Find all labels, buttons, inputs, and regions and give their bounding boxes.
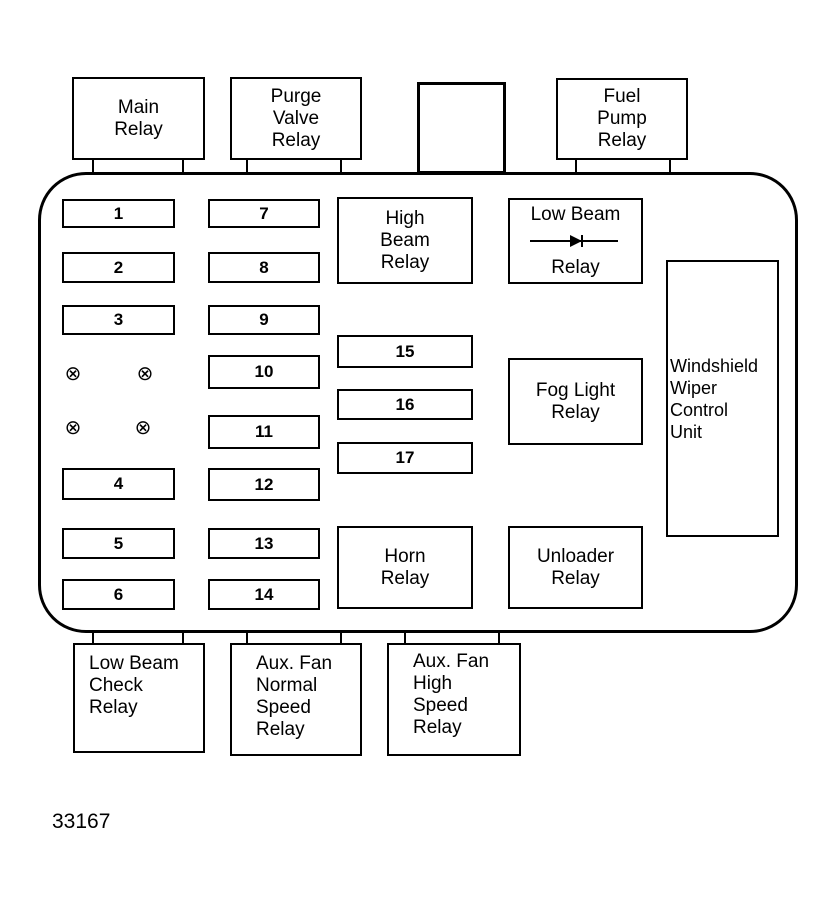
- figure-number: 33167: [52, 810, 111, 833]
- fuse-9: 9: [208, 305, 320, 335]
- horn-relay: Horn Relay: [337, 526, 473, 609]
- fuse-2: 2: [62, 252, 175, 283]
- fuse-12: 12: [208, 468, 320, 501]
- main-relay: Main Relay: [72, 77, 205, 160]
- purge-valve-relay: Purge Valve Relay: [230, 77, 362, 160]
- aux-fan-high-speed-relay: Aux. Fan High Speed Relay: [387, 643, 521, 756]
- low-beam-check-relay: Low Beam Check Relay: [73, 643, 205, 753]
- fuel-pump-relay: Fuel Pump Relay: [556, 78, 688, 160]
- fuse-13: 13: [208, 528, 320, 559]
- fuse-16: 16: [337, 389, 473, 420]
- low-beam-relay-label: Low Beam: [530, 204, 621, 225]
- aux-fan-normal-speed-relay: Aux. Fan Normal Speed Relay: [230, 643, 362, 756]
- diode-icon: [530, 235, 618, 247]
- fuse-6: 6: [62, 579, 175, 610]
- fuse-3: 3: [62, 305, 175, 335]
- relay-pins: [246, 631, 342, 645]
- fuse-1: 1: [62, 199, 175, 228]
- fuse-15: 15: [337, 335, 473, 368]
- windshield-wiper-control-unit: Windshield Wiper Control Unit: [666, 260, 779, 537]
- fuse-5: 5: [62, 528, 175, 559]
- fuse-17: 17: [337, 442, 473, 474]
- connector-symbol: ⊗: [64, 417, 82, 439]
- fuse-14: 14: [208, 579, 320, 610]
- relay-pins: [404, 631, 500, 645]
- fuse-7: 7: [208, 199, 320, 228]
- relay-pins: [575, 158, 671, 174]
- connector-symbol: ⊗: [134, 417, 152, 439]
- relay-pins: [92, 631, 184, 645]
- high-beam-relay: High Beam Relay: [337, 197, 473, 284]
- low-beam-relay: Low Beam Relay: [508, 198, 643, 284]
- relay-pins: [92, 158, 184, 174]
- blank-connector: [417, 82, 506, 174]
- connector-symbol: ⊗: [136, 363, 154, 385]
- relay-pins: [246, 158, 342, 174]
- fuse-8: 8: [208, 252, 320, 283]
- fog-light-relay: Fog Light Relay: [508, 358, 643, 445]
- fuse-11: 11: [208, 415, 320, 449]
- unloader-relay: Unloader Relay: [508, 526, 643, 609]
- fuse-4: 4: [62, 468, 175, 500]
- connector-symbol: ⊗: [64, 363, 82, 385]
- low-beam-relay-label-bottom: Relay: [551, 257, 600, 278]
- fuse-10: 10: [208, 355, 320, 389]
